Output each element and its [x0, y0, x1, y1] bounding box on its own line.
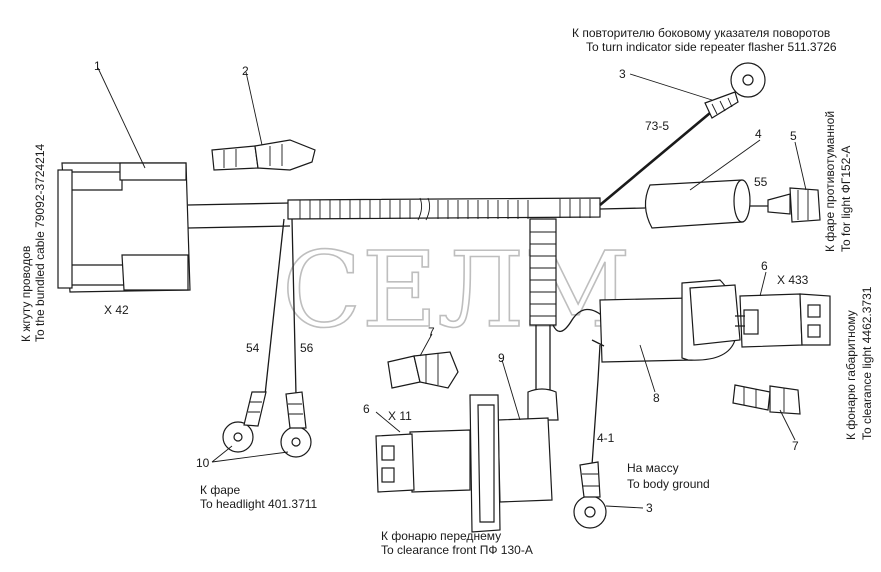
- label-front-ru: К фонарю переднему: [381, 529, 501, 543]
- wire-label-73-5: 73-5: [645, 119, 669, 133]
- corrugated-sleeve: [299, 197, 591, 221]
- wire-label-55: 55: [754, 175, 768, 189]
- terminal-5: [767, 187, 821, 223]
- callout-10: 10: [196, 456, 210, 470]
- connector-x433: [739, 293, 831, 348]
- ring-terminal-top: [704, 62, 766, 119]
- ring-terminal-ground: [573, 461, 607, 529]
- terminal-7-mid: [387, 351, 459, 389]
- callout-7-mid: 7: [428, 325, 435, 339]
- callout-2: 2: [242, 64, 249, 78]
- label-clearance-en: To clearance light 4462.3731: [860, 286, 874, 440]
- callout-6-left: 6: [363, 402, 370, 416]
- connector-label-x11: X 11: [388, 409, 412, 423]
- connector-x11: [375, 388, 559, 533]
- label-headlight-en: To headlight 401.3711: [200, 497, 318, 511]
- callout-5: 5: [790, 129, 797, 143]
- ring-terminals-10: [222, 391, 312, 458]
- callout-4: 4: [755, 127, 762, 141]
- callout-7-right: 7: [792, 439, 799, 453]
- callout-1: 1: [94, 59, 101, 73]
- label-front-en: To clearance front ПФ 130-А: [381, 543, 533, 557]
- callout-3-top: 3: [619, 67, 626, 81]
- callout-6-right: 6: [761, 259, 768, 273]
- leader-lines: [97, 67, 807, 509]
- label-fog-en: To for light ФГ152-А: [839, 146, 853, 252]
- housing-8: [591, 279, 745, 363]
- label-turn-en: To turn indicator side repeater flasher …: [586, 40, 837, 54]
- label-headlight-ru: К фаре: [200, 483, 241, 497]
- callout-3-bottom: 3: [646, 501, 653, 515]
- label-ground-en: To body ground: [627, 477, 710, 491]
- label-bundle-en: To the bundled cable 79092-3724214: [33, 144, 47, 342]
- wire-label-56: 56: [300, 341, 314, 355]
- terminal-2: [211, 139, 316, 171]
- connector-label-x42: X 42: [104, 303, 129, 317]
- callout-8: 8: [653, 391, 660, 405]
- label-ground-ru: На массу: [627, 461, 679, 475]
- wire-label-4-1: 4-1: [597, 431, 615, 445]
- sleeve-4: [644, 179, 751, 229]
- watermark: СЕЛМ: [282, 229, 631, 351]
- label-clearance-ru: К фонарю габаритному: [844, 310, 858, 440]
- label-fog-ru: К фаре противотуманной: [823, 111, 837, 252]
- terminal-7-right: [732, 384, 801, 415]
- connector-label-x433: X 433: [777, 273, 809, 287]
- label-turn-ru: К повторителю боковому указателя поворот…: [572, 26, 830, 40]
- connector-x42: [57, 162, 191, 293]
- wire-label-54: 54: [246, 341, 260, 355]
- label-bundle-ru: К жгуту проводов: [19, 246, 33, 342]
- main-harness: [187, 107, 770, 466]
- callout-9: 9: [498, 351, 505, 365]
